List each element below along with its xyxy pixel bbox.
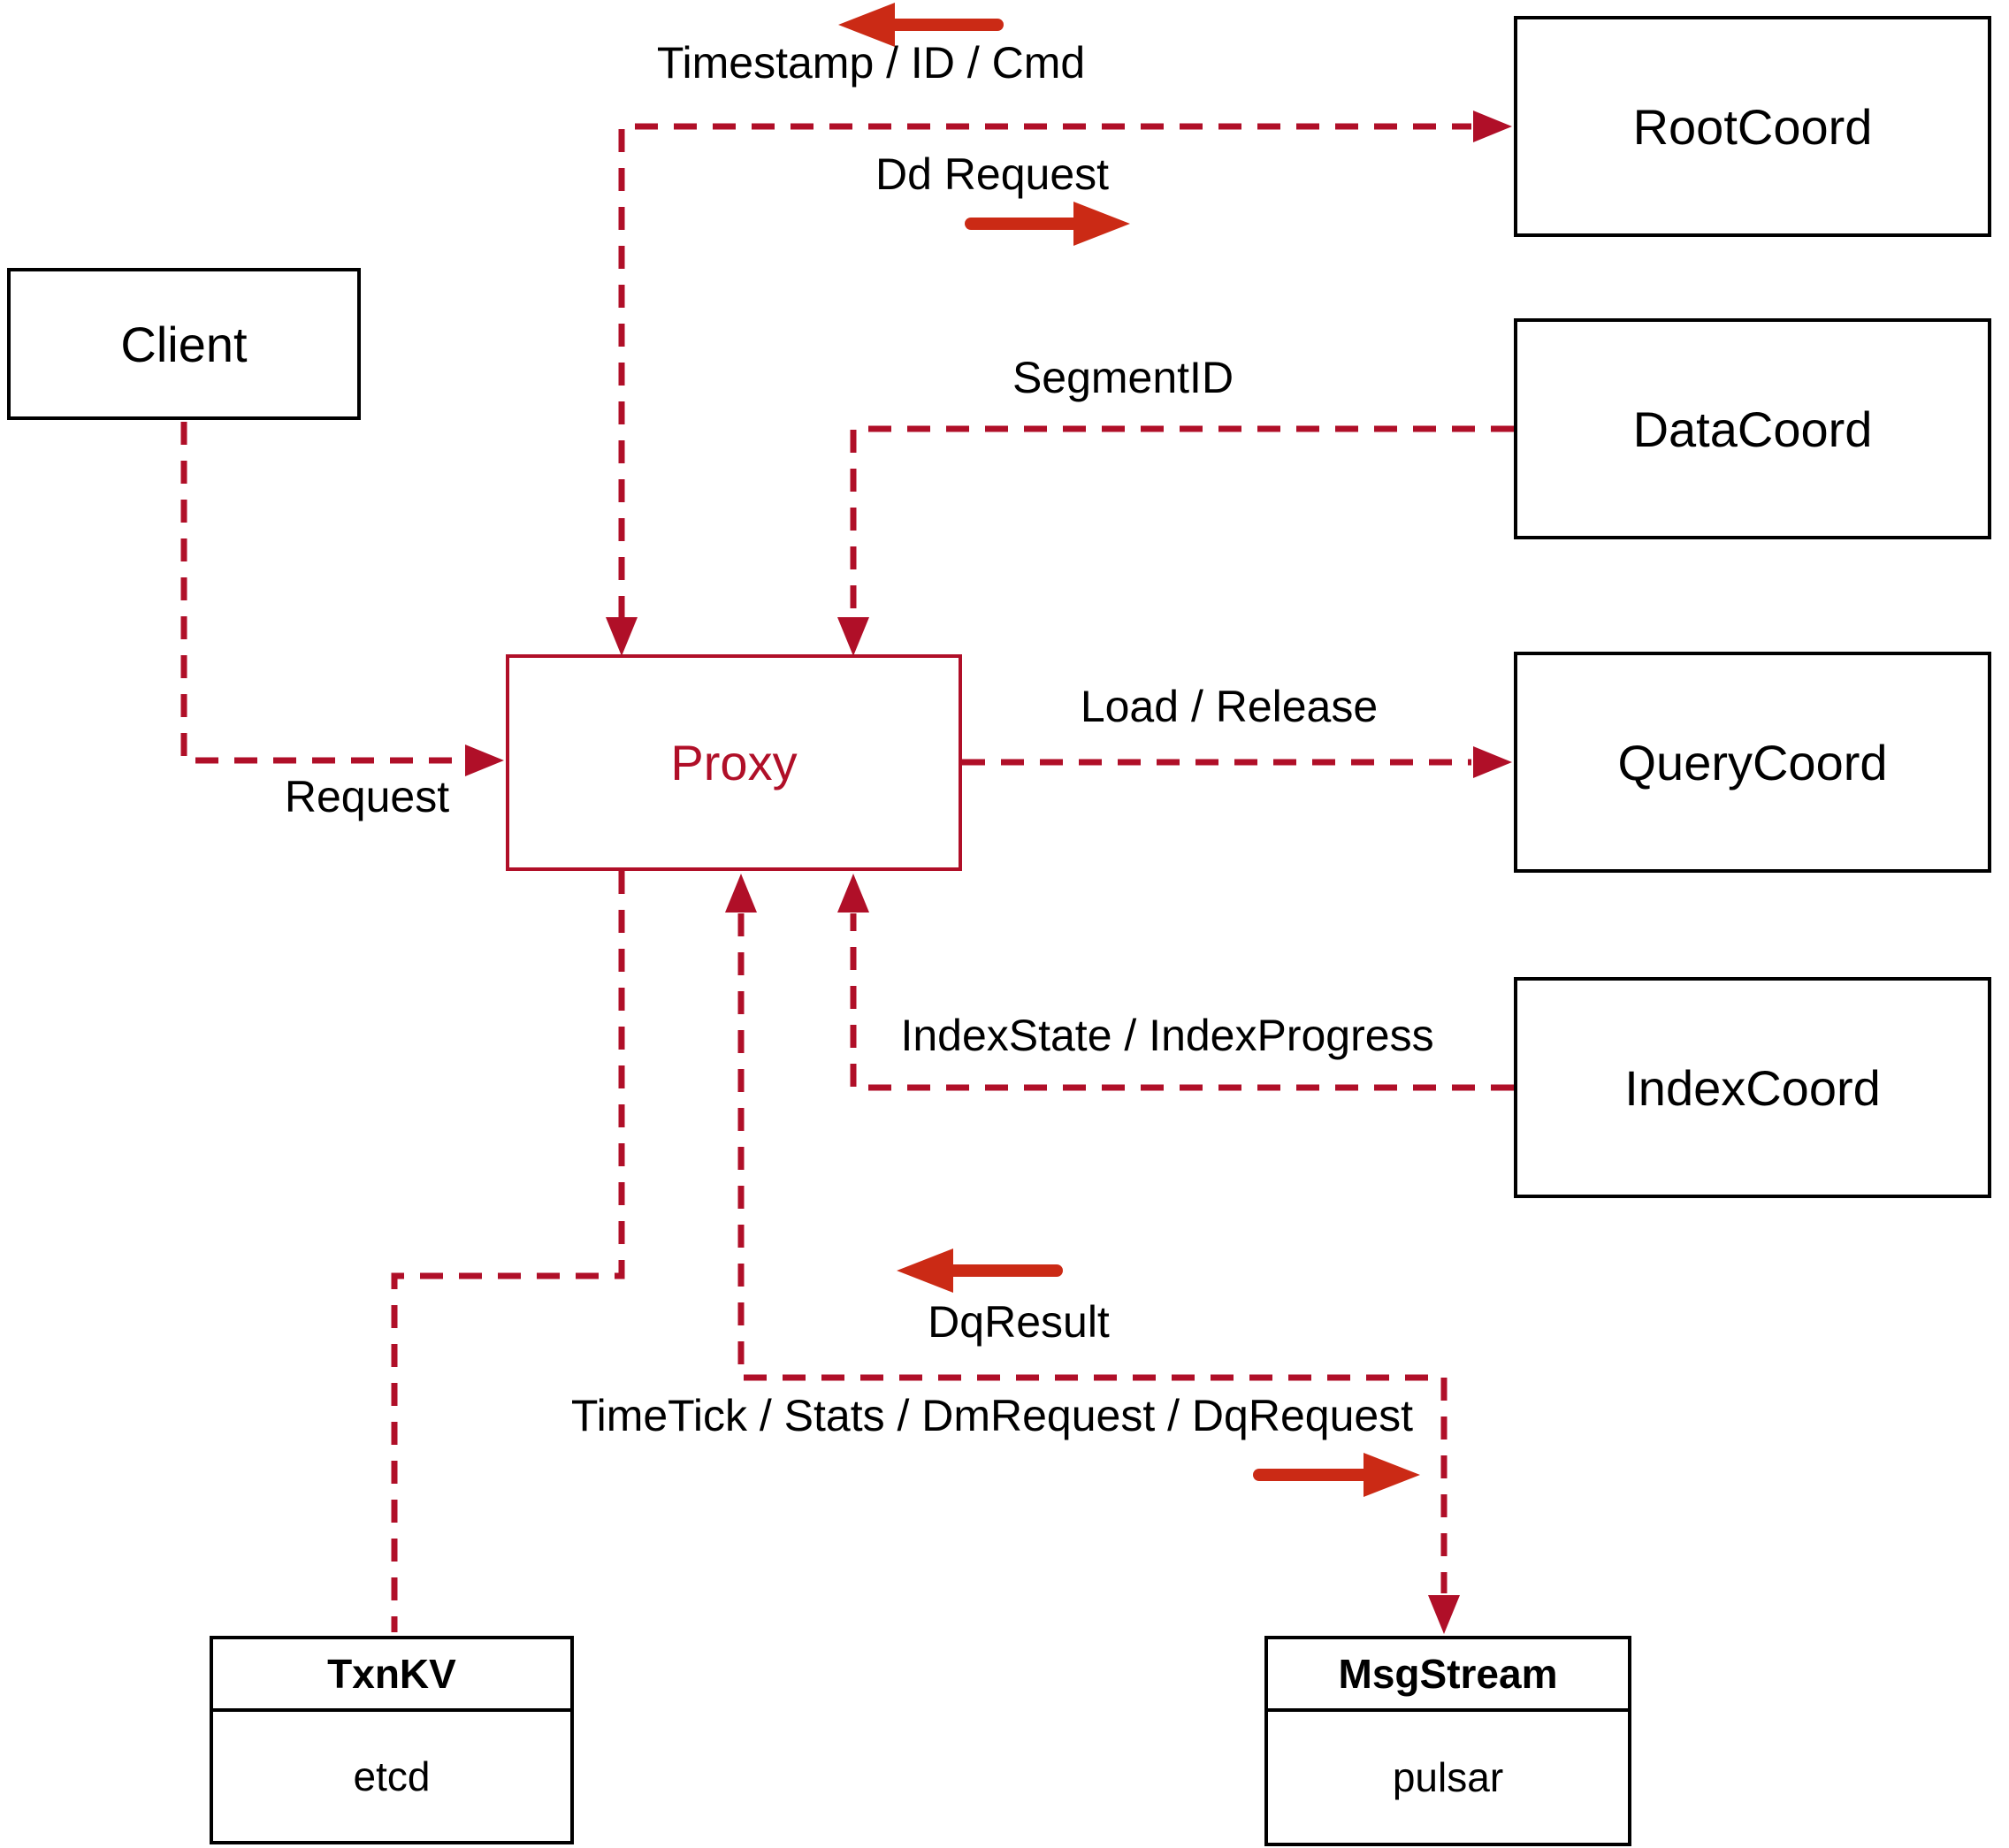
- direction-arrow-left-top-icon: [838, 3, 1004, 47]
- edge-client-proxy: [180, 422, 463, 764]
- edge-proxy-txnkv: [391, 871, 625, 1632]
- node-proxy: Proxy: [506, 654, 962, 871]
- arrowhead-into-proxy-top-a-icon: [606, 617, 638, 656]
- edge-label-dq-result: DqResult: [928, 1297, 1110, 1347]
- edge-label-load-release: Load / Release: [1080, 682, 1379, 731]
- direction-arrow-right-timetick-icon: [1253, 1453, 1420, 1497]
- direction-arrows: [838, 3, 1420, 1497]
- edge-label-index-state: IndexState / IndexProgress: [900, 1011, 1434, 1060]
- edge-label-timetick: TimeTick / Stats / DmRequest / DqRequest: [570, 1391, 1414, 1440]
- arrowhead-into-querycoord-icon: [1473, 746, 1512, 778]
- arrowhead-into-msgstream-icon: [1428, 1595, 1460, 1634]
- node-txnkv: TxnKV etcd: [210, 1636, 574, 1844]
- edge-label-request: Request: [284, 772, 450, 821]
- node-client-label: Client: [120, 316, 248, 372]
- node-querycoord-label: QueryCoord: [1617, 734, 1888, 790]
- edge-datacoord-proxy: [850, 425, 1514, 617]
- node-indexcoord: IndexCoord: [1514, 977, 1991, 1198]
- arrowhead-into-rootcoord-icon: [1473, 111, 1512, 142]
- edge-label-timestamp-id-cmd: Timestamp / ID / Cmd: [656, 38, 1086, 88]
- node-querycoord: QueryCoord: [1514, 652, 1991, 873]
- node-rootcoord: RootCoord: [1514, 16, 1991, 237]
- node-msgstream-subtitle: pulsar: [1268, 1712, 1628, 1843]
- node-datacoord: DataCoord: [1514, 318, 1991, 539]
- direction-arrow-left-dqresult-icon: [897, 1249, 1063, 1293]
- edge-indexcoord-proxy: [850, 913, 1514, 1091]
- node-msgstream-subtitle-label: pulsar: [1392, 1754, 1504, 1800]
- arrowhead-into-proxy-top-b-icon: [837, 617, 869, 656]
- node-client: Client: [7, 268, 361, 420]
- direction-arrow-right-ddrequest-icon: [965, 202, 1130, 246]
- node-txnkv-title-label: TxnKV: [327, 1651, 456, 1697]
- edge-label-dd-request: Dd Request: [875, 149, 1110, 199]
- node-datacoord-label: DataCoord: [1632, 401, 1873, 457]
- node-txnkv-subtitle-label: etcd: [353, 1753, 431, 1799]
- node-msgstream: MsgStream pulsar: [1264, 1636, 1631, 1846]
- node-msgstream-title-label: MsgStream: [1338, 1651, 1558, 1697]
- arrowhead-into-proxy-left-icon: [465, 745, 504, 776]
- node-txnkv-subtitle: etcd: [213, 1712, 570, 1841]
- node-proxy-label: Proxy: [670, 735, 798, 790]
- node-txnkv-title: TxnKV: [213, 1639, 570, 1712]
- edge-label-segment-id: SegmentID: [1012, 353, 1234, 402]
- arrowhead-into-proxy-bottom-a-icon: [837, 874, 869, 913]
- node-indexcoord-label: IndexCoord: [1624, 1059, 1881, 1116]
- node-msgstream-title: MsgStream: [1268, 1639, 1628, 1712]
- edge-proxy-rootcoord: [618, 123, 1471, 619]
- arrowhead-into-proxy-bottom-b-icon: [725, 874, 757, 913]
- node-rootcoord-label: RootCoord: [1632, 98, 1873, 155]
